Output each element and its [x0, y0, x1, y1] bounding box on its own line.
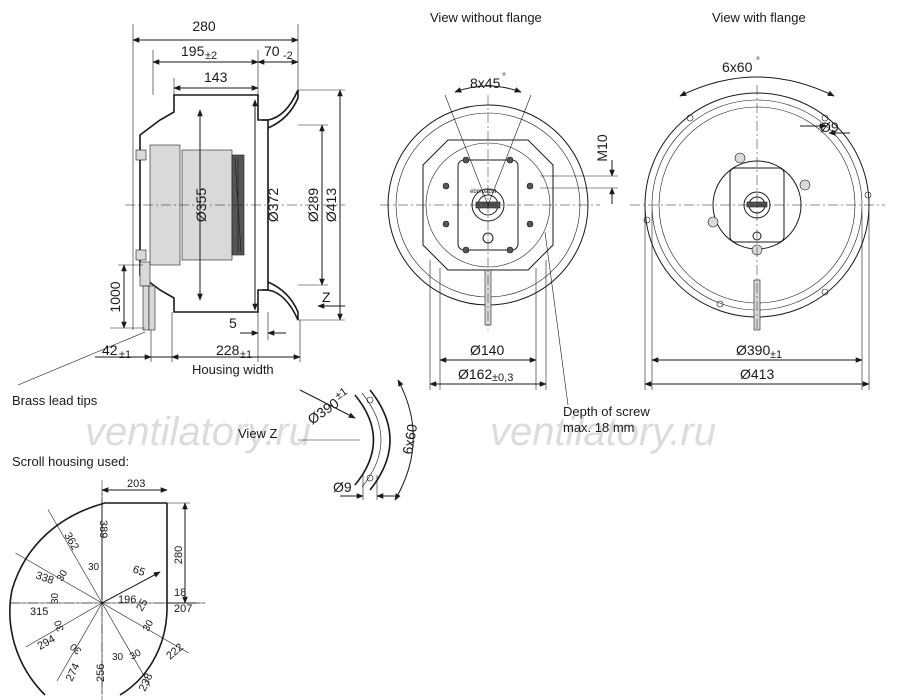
scroll-d280: 280	[173, 546, 185, 564]
scroll-d294: 294	[36, 633, 58, 653]
scroll-radial-line	[25, 602, 103, 648]
scroll-d196: 196	[118, 594, 136, 606]
scroll-radial-line	[101, 602, 189, 654]
brass-lead-tips-label: Brass lead tips	[12, 393, 98, 408]
dim-289: Ø289	[305, 188, 321, 222]
housing-width-label: Housing width	[192, 362, 274, 377]
scroll-d18: 18	[174, 587, 186, 599]
flange-d413: Ø413	[740, 366, 774, 382]
scroll-d203: 203	[127, 478, 145, 490]
dim-42-tol: ±1	[119, 349, 131, 361]
dim-z: Z	[322, 289, 331, 305]
dim-413: Ø413	[323, 188, 339, 222]
scroll-angle-4: 30	[53, 618, 67, 633]
scroll-radial-line	[101, 602, 151, 687]
scroll-d238: 238	[137, 672, 156, 694]
scroll-d222: 222	[164, 641, 186, 662]
flange-d390: Ø390	[736, 342, 770, 358]
dim-d162: Ø162	[458, 366, 492, 382]
dim-228: 228	[216, 342, 240, 358]
scroll-angle-1: 30	[88, 562, 100, 573]
view-with-flange-title: View with flange	[712, 10, 806, 25]
dim-228-tol: ±1	[240, 349, 252, 361]
scroll-d389: 389	[97, 520, 109, 538]
scroll-angle-7: 30	[128, 647, 144, 662]
watermark-left: ventilatory.ru	[85, 410, 311, 454]
dim-280: 280	[192, 18, 216, 34]
scroll-d256: 256	[95, 664, 107, 682]
dim-m10: M10	[594, 134, 610, 161]
view-without-flange: View without flange ebmpapst 8x45 ° M	[380, 10, 650, 435]
scroll-angle-3: 30	[50, 592, 61, 604]
dim-195: 195	[181, 43, 205, 59]
dim-d162-tol: ±0,3	[492, 372, 513, 384]
scroll-housing: Scroll housing used: 203 280 18 207 222 …	[9, 454, 205, 700]
scroll-d338: 338	[34, 570, 55, 588]
side-view: 280 195 ±2 70 -2 143 Ø355 Ø372 Ø289 Ø413…	[12, 18, 345, 408]
dim-70-tol: -2	[283, 50, 293, 62]
scroll-d362: 362	[61, 531, 81, 553]
dim-42: 42	[102, 342, 118, 358]
flange-d390-tol: ±1	[770, 349, 782, 361]
scroll-d207: 207	[174, 603, 192, 615]
watermark-right: ventilatory.ru	[490, 410, 716, 454]
flange-d9: Ø9	[820, 119, 839, 135]
view-z-d390: Ø390	[305, 395, 342, 428]
scroll-radial-line	[47, 509, 103, 604]
view-without-flange-title: View without flange	[430, 10, 542, 25]
view-with-flange: View with flange 6x60 ° Ø9	[630, 10, 885, 390]
view-z-d9: Ø9	[333, 479, 352, 495]
scroll-housing-label: Scroll housing used:	[12, 454, 129, 469]
dim-355: Ø355	[193, 188, 209, 222]
view-z-holes: 6x60	[399, 423, 420, 456]
scroll-angle-8: 30	[141, 618, 156, 634]
view-z-label: View Z	[238, 426, 278, 441]
view-z: View Z Ø390 ±1 6x60 Ø9	[238, 379, 420, 501]
dim-d140: Ø140	[470, 342, 504, 358]
scroll-radial-line	[15, 552, 103, 604]
scroll-d25: 25	[134, 597, 151, 614]
scroll-radial-line	[56, 602, 103, 682]
front-bolts-label: 8x45	[470, 75, 501, 91]
view-z-d390-tol: ±1	[333, 386, 350, 403]
dim-70: 70	[264, 43, 280, 59]
scroll-angle-2: 30	[55, 568, 70, 584]
depth-of-screw-2: max. 18 mm	[563, 420, 635, 435]
scroll-d65: 65	[131, 564, 147, 579]
dim-372: Ø372	[265, 188, 281, 222]
dim-143: 143	[204, 69, 228, 85]
flange-holes-label: 6x60	[722, 59, 753, 75]
dim-195-tol: ±2	[205, 50, 217, 62]
dim-1000: 1000	[107, 281, 123, 312]
dim-5: 5	[229, 315, 237, 331]
scroll-angle-5: 30	[68, 640, 84, 656]
depth-of-screw-1: Depth of screw	[563, 404, 650, 419]
scroll-d315: 315	[30, 606, 48, 618]
brand-label-front: ebmpapst	[470, 189, 497, 195]
degree-sign-front: °	[502, 72, 506, 83]
scroll-angle-6: 30	[112, 652, 124, 663]
degree-sign-flange: °	[756, 56, 760, 67]
